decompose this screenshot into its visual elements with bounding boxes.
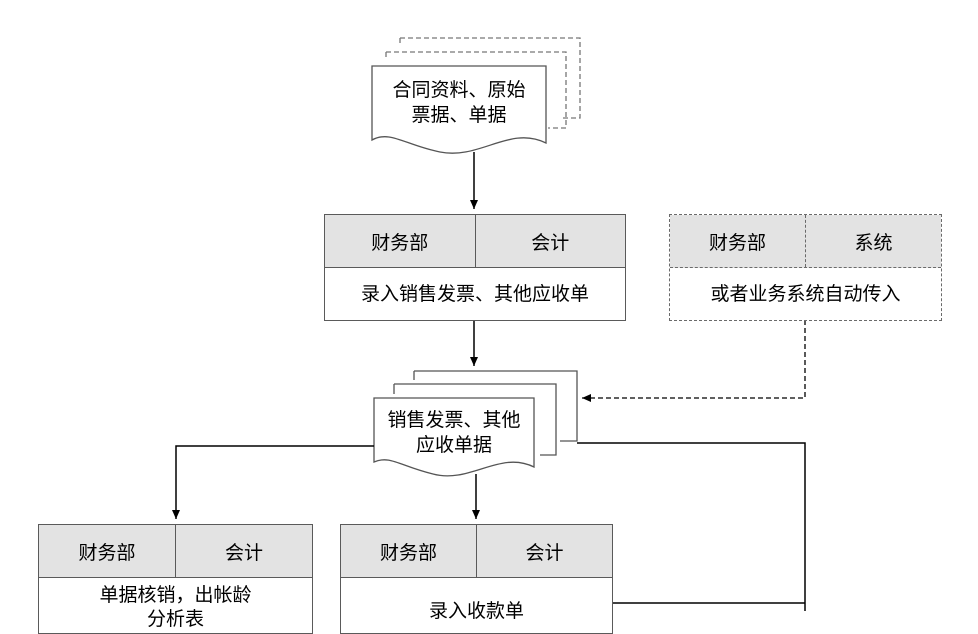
entry-process-box: 财务部 会计 录入销售发票、其他应收单	[324, 214, 626, 321]
entry-box-header: 财务部 会计	[325, 215, 625, 268]
invoice-document-label: 销售发票、其他 应收单据	[374, 408, 534, 458]
source-document-label: 合同资料、原始 票据、单据	[372, 78, 546, 128]
invoice-document-stack	[373, 370, 578, 477]
auto-box-header: 财务部 系统	[670, 215, 941, 268]
receipt-dept-cell: 财务部	[379, 541, 437, 564]
receipt-box-header: 财务部 会计	[341, 525, 612, 578]
auto-dept-cell: 财务部	[708, 231, 766, 254]
entry-task: 录入销售发票、其他应收单	[360, 283, 589, 305]
line-invoices-to-side	[577, 442, 806, 611]
invoice-document-line2: 应收单据	[415, 434, 492, 456]
source-document-line1: 合同资料、原始	[392, 79, 526, 101]
writeoff-process-box: 财务部 会计 单据核销，出帐龄 分析表	[38, 524, 313, 634]
source-document-stack	[371, 37, 581, 154]
writeoff-box-header: 财务部 会计	[39, 525, 312, 578]
auto-task: 或者业务系统自动传入	[710, 283, 901, 305]
auto-role-cell: 系统	[805, 215, 941, 267]
receipt-role-cell: 会计	[476, 525, 612, 577]
receipt-process-box: 财务部 会计 录入收款单	[340, 524, 613, 634]
arrow-auto-to-invoices	[582, 320, 806, 402]
writeoff-dept-cell: 财务部	[78, 541, 136, 564]
writeoff-task-line1: 单据核销，出帐龄	[99, 584, 252, 606]
receipt-task: 录入收款单	[428, 600, 524, 622]
invoice-document-line1: 销售发票、其他	[387, 409, 521, 431]
writeoff-task: 单据核销，出帐龄 分析表	[39, 578, 312, 634]
entry-dept-cell: 财务部	[371, 231, 429, 254]
diagram-canvas	[172, 37, 806, 611]
writeoff-role-cell: 会计	[175, 525, 312, 577]
auto-process-box: 财务部 系统 或者业务系统自动传入	[669, 214, 942, 321]
arrow-invoices-to-writeoff	[172, 445, 374, 519]
source-document-line2: 票据、单据	[411, 104, 507, 126]
entry-role-cell: 会计	[474, 215, 626, 267]
